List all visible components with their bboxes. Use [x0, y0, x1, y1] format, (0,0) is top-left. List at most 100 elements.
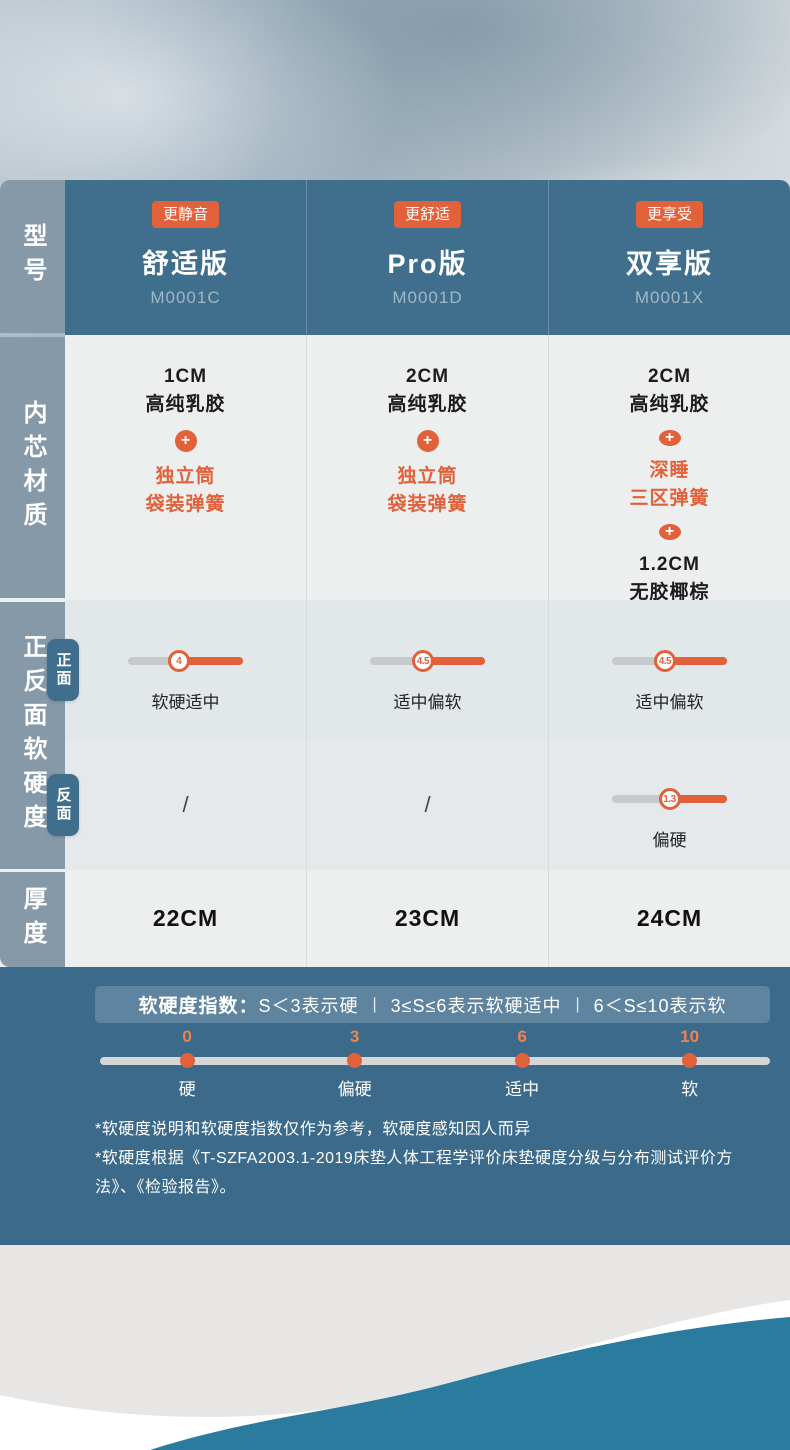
sidebar-row-core-material: 内芯材质 [0, 337, 65, 598]
column-badge: 更舒适 [393, 201, 461, 228]
index-legend-segment: S＜3表示硬 [258, 995, 359, 1016]
firmness-index-panel: 软硬度指数： S＜3表示硬 | 3≤S≤6表示软硬适中 | 6＜S≤10表示软 … [0, 967, 790, 1245]
firmness-scale: 0 硬 3 偏硬 6 适中 10 软 [100, 1027, 770, 1107]
core-material-row: 1CM 高纯乳胶 + 独立筒 袋装弹簧 2CM 高纯乳胶 + 独立筒 袋装弹簧 … [65, 335, 790, 603]
firmness-label: 适中偏软 [635, 693, 704, 712]
column-title: 双享版 [626, 249, 713, 279]
core-material-highlight: 袋装弹簧 [145, 494, 226, 515]
core-material-highlight: 独立筒 [155, 466, 216, 487]
back-face-label: 反面 [54, 787, 72, 823]
column-model: M0001C [150, 288, 221, 307]
scale-dot-icon [682, 1053, 698, 1068]
core-material-line: 无胶椰棕 [629, 582, 710, 603]
sidebar-row-thickness: 厚度 [0, 872, 65, 967]
thickness-cell: 23CM [306, 870, 548, 967]
firmness-cell: 4.5 适中偏软 [548, 600, 790, 740]
slider-knob: 1.3 [658, 788, 681, 810]
column-badge: 更享受 [635, 201, 703, 228]
thickness-row: 22CM 23CM 24CM [65, 870, 790, 967]
sidebar-row-label: 型号 [19, 222, 46, 291]
scale-label: 软 [681, 1080, 699, 1099]
scale-dot-icon [347, 1053, 363, 1068]
firmness-slider: 1.3 [612, 788, 727, 810]
core-material-line: 2CM [647, 366, 692, 387]
slider-knob: 4.5 [653, 650, 676, 672]
index-legend-segment: 6＜S≤10表示软 [593, 995, 727, 1016]
footnote: *软硬度根据《T-SZFA2003.1-2019床垫人体工程学评价床垫硬度分级与… [95, 1150, 733, 1196]
column-model: M0001D [392, 288, 463, 307]
firmness-label: 偏硬 [652, 831, 687, 850]
model-header-row: 更静音 舒适版 M0001C 更舒适 Pro版 M0001D 更享受 双享版 M… [65, 180, 790, 335]
plus-icon: + [658, 524, 681, 540]
slider-knob: 4.5 [411, 650, 434, 672]
firmness-cell: 1.3 偏硬 [548, 740, 790, 870]
plus-icon: + [416, 430, 439, 452]
front-face-tab: 正面 [47, 639, 79, 701]
legend-separator: | [575, 995, 580, 1013]
slider-knob: 4 [167, 650, 190, 672]
wave-graphic [0, 1300, 790, 1450]
index-legend-bar: 软硬度指数： S＜3表示硬 | 3≤S≤6表示软硬适中 | 6＜S≤10表示软 [95, 986, 770, 1023]
core-material-line: 高纯乳胶 [145, 394, 226, 415]
column-badge: 更静音 [151, 201, 219, 228]
footnote: *软硬度说明和软硬度指数仅作为参考，软硬度感知因人而异 [95, 1121, 531, 1138]
scale-number: 10 [680, 1027, 700, 1046]
bottom-decoration [0, 1245, 790, 1450]
index-legend-segment: 3≤S≤6表示软硬适中 [390, 995, 562, 1016]
sidebar-row-label: 厚度 [19, 885, 46, 954]
legend-separator: | [372, 995, 377, 1013]
slider-fill [669, 795, 727, 803]
sidebar-row-label: 正反面软硬度 [19, 633, 46, 838]
back-firmness-row: / / 1.3 偏硬 [65, 740, 790, 870]
slider-fill [422, 657, 485, 665]
index-legend-title: 软硬度指数： [138, 996, 259, 1017]
core-material-highlight: 袋装弹簧 [387, 494, 468, 515]
scale-point: 6 适中 [487, 1027, 557, 1100]
scale-point: 10 软 [655, 1027, 725, 1100]
scale-track [100, 1057, 770, 1065]
slider-fill [178, 657, 243, 665]
firmness-slider: 4.5 [612, 650, 727, 672]
scale-label: 硬 [178, 1080, 196, 1099]
core-material-line: 1.2CM [639, 554, 700, 575]
core-material-highlight: 深睡 [649, 460, 690, 481]
no-value-slash: / [182, 792, 189, 817]
sidebar-row-label: 内芯材质 [19, 399, 46, 536]
core-material-line: 高纯乳胶 [387, 394, 468, 415]
core-material-highlight: 三区弹簧 [629, 488, 710, 509]
core-material-highlight: 独立筒 [397, 466, 458, 487]
front-face-label: 正面 [54, 652, 72, 688]
thickness-cell: 24CM [548, 870, 790, 967]
plus-icon: + [174, 430, 197, 452]
firmness-label: 适中偏软 [393, 693, 462, 712]
thickness-value: 22CM [152, 905, 219, 931]
scale-label: 适中 [505, 1080, 540, 1099]
firmness-label: 软硬适中 [151, 693, 220, 712]
slider-fill [664, 657, 727, 665]
core-material-cell: 2CM 高纯乳胶 + 深睡 三区弹簧 + 1.2CM 无胶椰棕 [548, 335, 790, 603]
scale-point: 0 硬 [152, 1027, 222, 1100]
scale-number: 3 [349, 1027, 360, 1046]
thickness-value: 24CM [636, 905, 703, 931]
core-material-cell: 1CM 高纯乳胶 + 独立筒 袋装弹簧 [65, 335, 306, 600]
product-column-header: 更享受 双享版 M0001X [548, 180, 790, 335]
scale-number: 6 [517, 1027, 527, 1046]
scale-dot-icon [179, 1053, 195, 1068]
scale-number: 0 [182, 1027, 192, 1046]
scale-dot-icon [514, 1053, 530, 1068]
column-title: 舒适版 [142, 249, 229, 279]
firmness-slider: 4.5 [370, 650, 485, 672]
core-material-line: 高纯乳胶 [629, 394, 710, 415]
footnotes: *软硬度说明和软硬度指数仅作为参考，软硬度感知因人而异 *软硬度根据《T-SZF… [95, 1115, 755, 1202]
no-value-slash: / [306, 740, 548, 870]
back-face-tab: 反面 [47, 774, 79, 836]
plus-icon: + [658, 430, 681, 446]
firmness-cell: 4.5 适中偏软 [306, 600, 548, 740]
column-model: M0001X [634, 288, 705, 307]
core-material-line: 2CM [405, 366, 450, 387]
firmness-cell: 4 软硬适中 [65, 600, 306, 740]
front-firmness-row: 4 软硬适中 4.5 适中偏软 4.5 适中偏软 [65, 600, 790, 740]
product-column-header: 更舒适 Pro版 M0001D [306, 180, 548, 335]
sidebar-row-model: 型号 [0, 180, 65, 333]
